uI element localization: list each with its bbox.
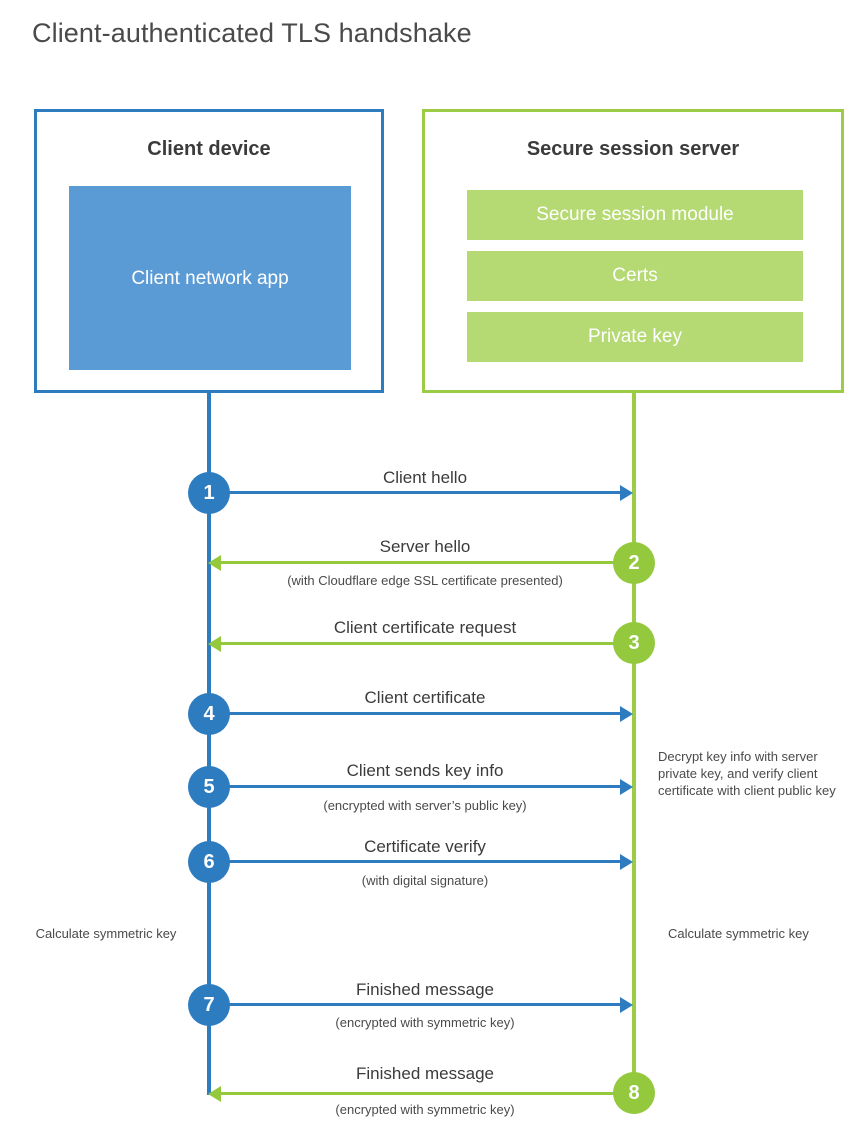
server-decrypt-note: Decrypt key info with server private key… bbox=[658, 749, 836, 798]
step-7-sublabel: (encrypted with symmetric key) bbox=[335, 1015, 515, 1030]
step-5-arrow-line bbox=[209, 785, 624, 788]
step-1-circle[interactable]: 1 bbox=[188, 472, 230, 514]
client-calculate-symmetric-key-note: Calculate symmetric key bbox=[35, 926, 177, 941]
client-device-box: Client device Client network app bbox=[34, 109, 384, 393]
step-8-circle[interactable]: 8 bbox=[613, 1072, 655, 1114]
client-device-title: Client device bbox=[147, 138, 271, 160]
server-module-secure-session-module: Secure session module bbox=[467, 190, 803, 240]
step-3-circle[interactable]: 3 bbox=[613, 622, 655, 664]
step-4-label: Client certificate bbox=[364, 688, 486, 707]
step-3-label: Client certificate request bbox=[333, 618, 517, 637]
step-8-arrow-line bbox=[220, 1092, 634, 1095]
page-title: Client-authenticated TLS handshake bbox=[32, 18, 472, 48]
server-lifeline bbox=[632, 390, 636, 1094]
step-2-label: Server hello bbox=[379, 537, 471, 556]
step-8-sublabel: (encrypted with symmetric key) bbox=[335, 1102, 515, 1117]
step-1-label: Client hello bbox=[382, 468, 468, 487]
server-module-certs: Certs bbox=[467, 251, 803, 301]
step-5-label: Client sends key info bbox=[346, 761, 504, 780]
step-4-circle[interactable]: 4 bbox=[188, 693, 230, 735]
step-1-arrow-line bbox=[209, 491, 624, 494]
step-6-arrow-head bbox=[620, 854, 633, 870]
step-4-arrow-line bbox=[209, 712, 624, 715]
step-5-sublabel: (encrypted with server’s public key) bbox=[323, 798, 527, 813]
step-6-sublabel: (with digital signature) bbox=[361, 873, 489, 888]
step-7-circle[interactable]: 7 bbox=[188, 984, 230, 1026]
step-6-circle[interactable]: 6 bbox=[188, 841, 230, 883]
step-4-arrow-head bbox=[620, 706, 633, 722]
step-5-circle[interactable]: 5 bbox=[188, 766, 230, 808]
step-3-arrow-head bbox=[208, 636, 221, 652]
step-7-arrow-line bbox=[209, 1003, 624, 1006]
server-calculate-symmetric-key-note: Calculate symmetric key bbox=[668, 926, 809, 941]
client-lifeline bbox=[207, 390, 211, 1095]
step-8-arrow-head bbox=[208, 1086, 221, 1102]
step-3-arrow-line bbox=[220, 642, 634, 645]
secure-session-server-box: Secure session server Secure session mod… bbox=[422, 109, 844, 393]
step-6-arrow-line bbox=[209, 860, 624, 863]
step-2-circle[interactable]: 2 bbox=[613, 542, 655, 584]
step-6-label: Certificate verify bbox=[364, 837, 486, 856]
step-2-sublabel: (with Cloudflare edge SSL certificate pr… bbox=[287, 573, 563, 588]
step-2-arrow-head bbox=[208, 555, 221, 571]
step-8-label: Finished message bbox=[356, 1064, 494, 1083]
secure-session-server-title: Secure session server bbox=[526, 138, 740, 160]
step-2-arrow-line bbox=[220, 561, 634, 564]
step-7-arrow-head bbox=[620, 997, 633, 1013]
client-network-app-block: Client network app bbox=[69, 186, 351, 370]
step-7-label: Finished message bbox=[356, 980, 494, 999]
client-network-app-label: Client network app bbox=[131, 267, 289, 289]
step-1-arrow-head bbox=[620, 485, 633, 501]
step-5-arrow-head bbox=[620, 779, 633, 795]
server-module-private-key: Private key bbox=[467, 312, 803, 362]
